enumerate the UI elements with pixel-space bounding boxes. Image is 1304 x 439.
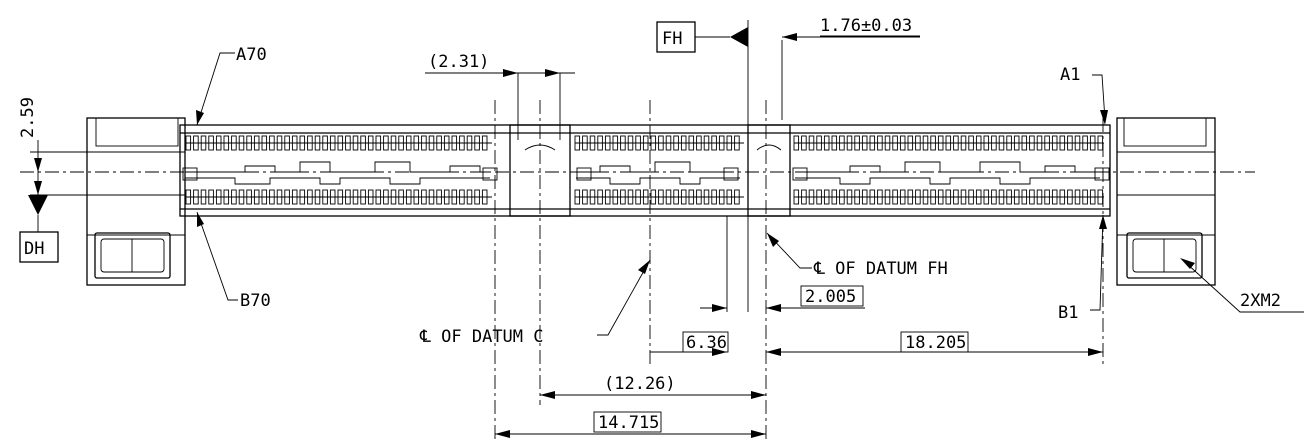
right-mounting-ear: [1116, 117, 1216, 286]
center-lines: [20, 20, 1255, 439]
annotations: FH DH A70 A1 B70 B1 2XM2 ℄ OF DATUM FH ℄…: [18, 16, 1281, 433]
left-mounting-ear: [86, 117, 186, 286]
label-b70: B70: [240, 291, 271, 311]
dim-2-31: (2.31): [428, 52, 489, 72]
label-b1: B1: [1058, 303, 1078, 323]
label-a70: A70: [236, 45, 267, 65]
centre-keys: [182, 161, 1110, 185]
dim-18-205: 18.205: [905, 333, 966, 353]
dim-14-715: 14.715: [598, 413, 659, 433]
dim-2-005: 2.005: [805, 287, 856, 307]
label-fh: FH: [662, 29, 682, 49]
dim-6-36: 6.36: [686, 333, 727, 353]
leader-lines: [196, 52, 1304, 336]
dimension-lines: [19, 21, 1103, 438]
label-dh: DH: [24, 239, 44, 259]
dim-2-59: 2.59: [18, 97, 38, 138]
label-datum-c: ℄ OF DATUM C: [419, 327, 544, 347]
dim-12-26: (12.26): [604, 374, 676, 394]
contact-pins: [185, 135, 1104, 205]
dim-1-76: 1.76±0.03: [820, 16, 912, 36]
label-2xm2: 2XM2: [1240, 291, 1281, 311]
label-a1: A1: [1060, 65, 1080, 85]
label-datum-fh: ℄ OF DATUM FH: [813, 259, 948, 279]
